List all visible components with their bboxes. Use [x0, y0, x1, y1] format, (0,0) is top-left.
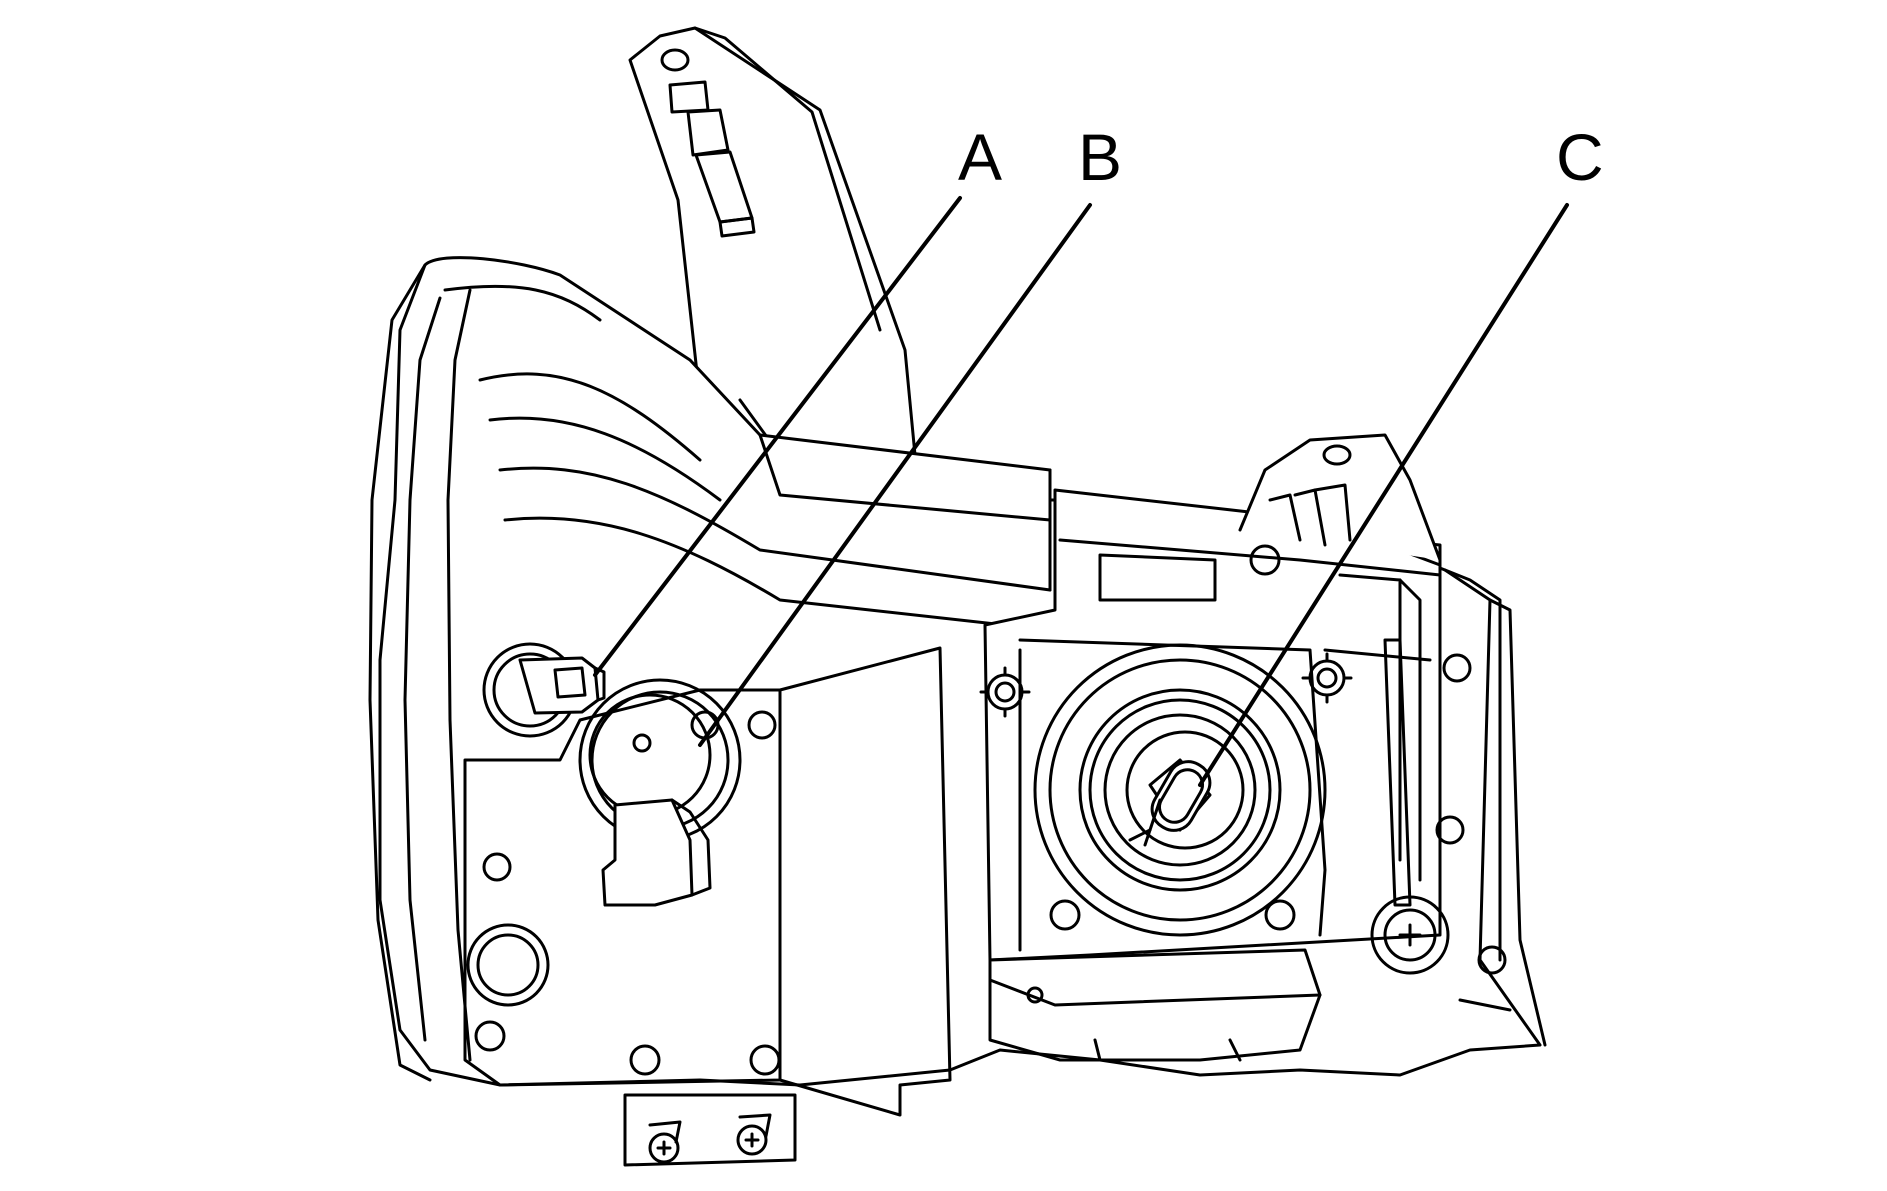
- callout-leaders: [593, 196, 1569, 787]
- callout-label-a: A: [958, 120, 1002, 194]
- bottom-fasteners: [623, 1093, 797, 1167]
- leader-line-b: [698, 203, 1092, 747]
- side-marker-connector: [482, 642, 606, 738]
- aim-adjuster-left: [979, 666, 1031, 718]
- lower-right-panel: [988, 948, 1322, 1062]
- callout-label-c: C: [1556, 120, 1604, 194]
- leader-line-c: [1198, 203, 1569, 787]
- headlamp-bulb-socket: [1033, 643, 1327, 937]
- left-lower-panel: [463, 646, 952, 1117]
- upper-right-bracket: [1238, 433, 1442, 562]
- leader-line-a: [593, 196, 962, 677]
- aim-adjuster-right: [1301, 652, 1353, 704]
- turn-signal-bulb-socket: [578, 678, 742, 907]
- housing-right-edge: [1443, 568, 1547, 1047]
- right-mounting-post: [1370, 638, 1450, 975]
- headlamp-housing-rear-panel: [983, 488, 1442, 962]
- callout-label-b: B: [1078, 120, 1122, 194]
- housing-holes: [466, 544, 1507, 1076]
